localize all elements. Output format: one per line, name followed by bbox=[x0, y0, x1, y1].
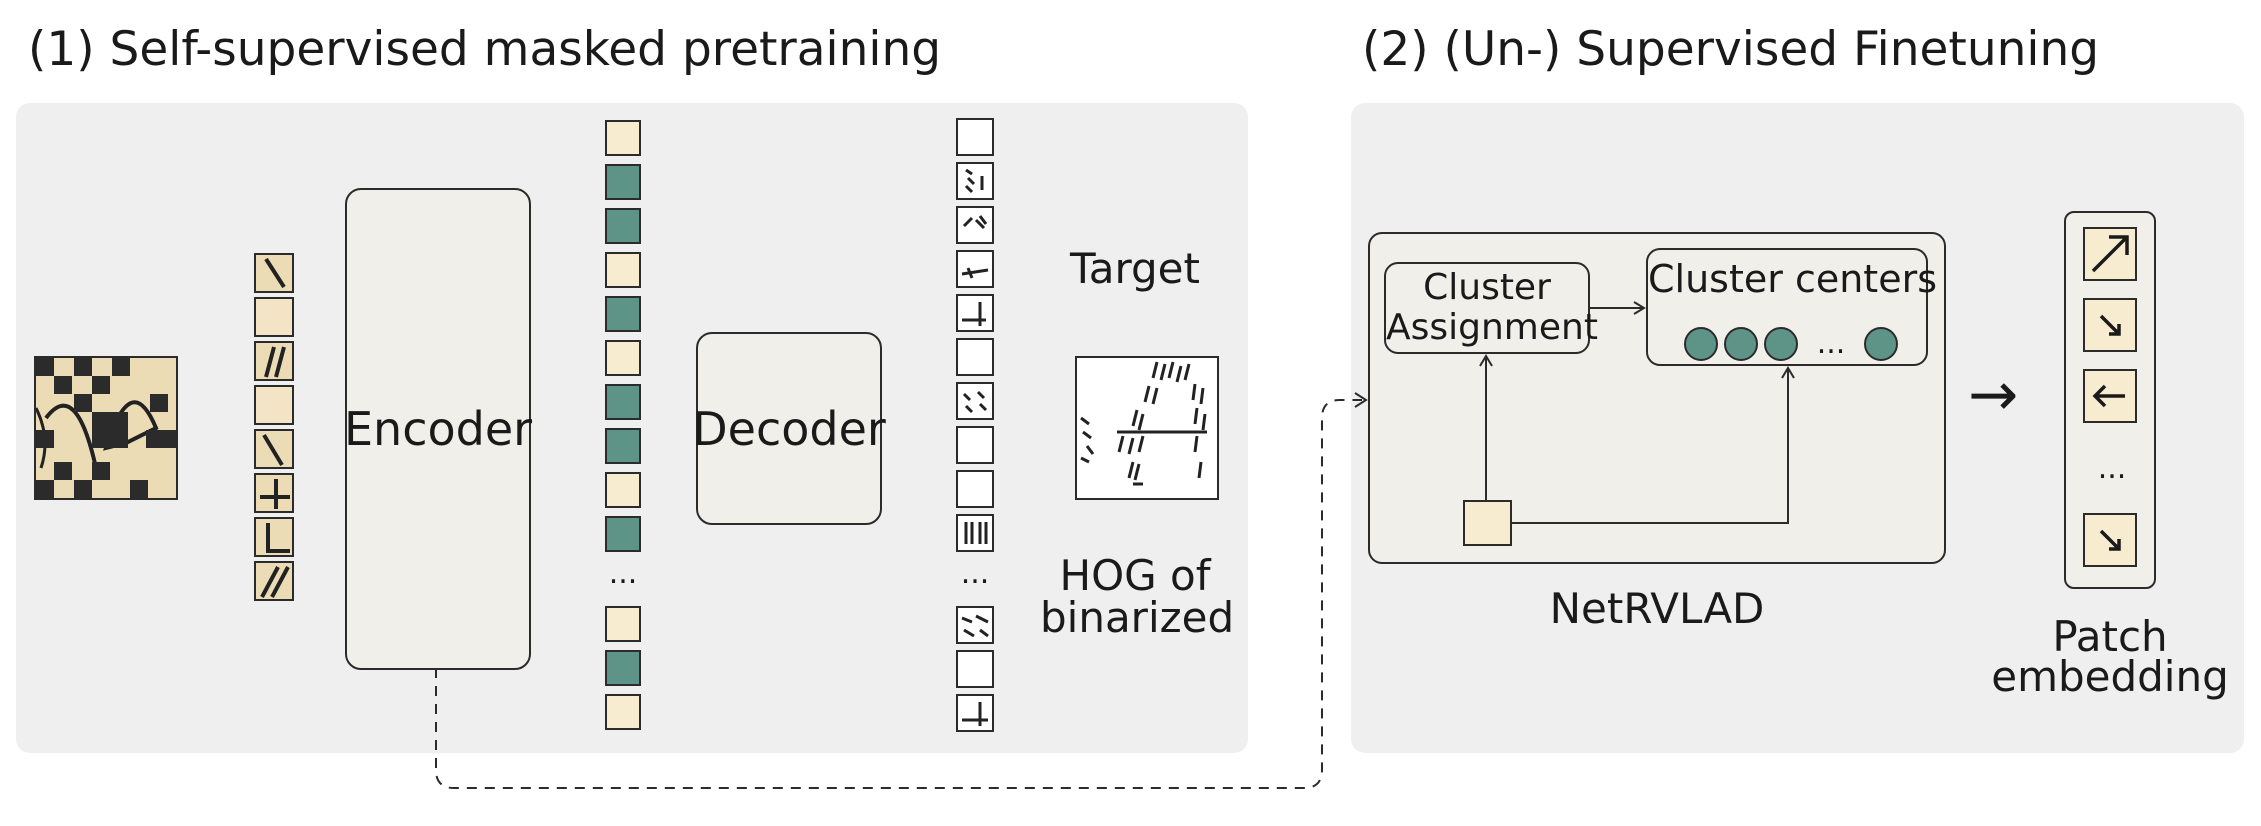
token-masked bbox=[605, 296, 641, 332]
patch bbox=[254, 341, 294, 381]
masked-input-image bbox=[34, 356, 178, 500]
cluster-center bbox=[1684, 326, 1718, 361]
token-unmasked bbox=[605, 340, 641, 376]
hog-label-line2: binarized bbox=[1040, 593, 1235, 642]
patch bbox=[254, 473, 294, 513]
patch bbox=[254, 297, 294, 337]
arrow-down-right-icon bbox=[2083, 513, 2137, 567]
hog-targets-tail bbox=[956, 606, 994, 732]
cluster-centers-block: Cluster centers ... bbox=[1646, 248, 1938, 366]
arrow-down-right-icon bbox=[2083, 298, 2137, 352]
token-masked bbox=[605, 164, 641, 200]
hog-cell bbox=[956, 694, 994, 732]
token-unmasked bbox=[605, 606, 641, 642]
cluster-assignment-line1: Cluster bbox=[1423, 267, 1551, 308]
section1-title: (1) Self-supervised masked pretraining bbox=[28, 22, 942, 77]
hog-ellipsis: ... bbox=[960, 556, 990, 591]
netrvlad-label: NetRVLAD bbox=[1549, 584, 1765, 633]
cluster-center bbox=[1864, 326, 1898, 361]
cluster-centers-row: ... bbox=[1684, 326, 1898, 361]
arrow-right-icon: → bbox=[1968, 360, 2019, 430]
centers-ellipsis: ... bbox=[1816, 326, 1846, 361]
patch bbox=[254, 253, 294, 293]
section2-title: (2) (Un-) Supervised Finetuning bbox=[1362, 22, 2100, 77]
hog-cell-blank bbox=[956, 118, 994, 156]
hog-cell bbox=[956, 206, 994, 244]
token-masked bbox=[605, 650, 641, 686]
token-unmasked bbox=[605, 472, 641, 508]
cluster-center bbox=[1764, 326, 1798, 361]
hog-cell bbox=[956, 514, 994, 552]
hog-cell-blank bbox=[956, 650, 994, 688]
cluster-centers-label: Cluster centers bbox=[1648, 257, 1938, 301]
token-unmasked bbox=[605, 120, 641, 156]
hog-cell bbox=[956, 294, 994, 332]
patch bbox=[254, 385, 294, 425]
hog-cell bbox=[956, 162, 994, 200]
hog-cell bbox=[956, 250, 994, 288]
decoder-label: Decoder bbox=[692, 401, 886, 456]
cluster-assignment-line2: Assignment bbox=[1386, 307, 1598, 348]
patch bbox=[254, 429, 294, 469]
hog-cell bbox=[956, 382, 994, 420]
hog-targets bbox=[956, 118, 994, 552]
hog-cell-blank bbox=[956, 426, 994, 464]
token-masked bbox=[605, 428, 641, 464]
visible-patches bbox=[254, 253, 294, 601]
tokens-ellipsis: ... bbox=[608, 556, 638, 591]
arrow-left-icon bbox=[2083, 369, 2137, 423]
hog-cell-blank bbox=[956, 338, 994, 376]
token-masked bbox=[605, 516, 641, 552]
binarized-hog-image bbox=[1075, 356, 1219, 500]
hog-cell-blank bbox=[956, 470, 994, 508]
token-masked bbox=[605, 384, 641, 420]
encoder-block: Encoder bbox=[343, 188, 533, 670]
cluster-center bbox=[1724, 326, 1758, 361]
arrow-up-right-icon bbox=[2083, 227, 2137, 281]
patch bbox=[254, 517, 294, 557]
token-unmasked bbox=[605, 694, 641, 730]
latent-tokens-tail bbox=[605, 606, 641, 730]
embedding-ellipsis: ... bbox=[2097, 451, 2127, 486]
patch bbox=[254, 561, 294, 601]
decoder-block: Decoder bbox=[692, 332, 886, 525]
target-label: Target bbox=[1070, 244, 1200, 293]
encoder-label: Encoder bbox=[343, 402, 533, 456]
patch-embedding-column: ... bbox=[2064, 211, 2156, 589]
patch-label-line1: Patch bbox=[2052, 612, 2168, 661]
input-feature bbox=[1463, 500, 1512, 546]
patch-label-line2: embedding bbox=[1991, 652, 2229, 701]
hog-label-line1: HOG of bbox=[1059, 551, 1211, 600]
latent-tokens bbox=[605, 120, 641, 552]
token-masked bbox=[605, 208, 641, 244]
hog-cell bbox=[956, 606, 994, 644]
cluster-assignment-block: Cluster Assignment bbox=[1384, 262, 1598, 354]
token-unmasked bbox=[605, 252, 641, 288]
